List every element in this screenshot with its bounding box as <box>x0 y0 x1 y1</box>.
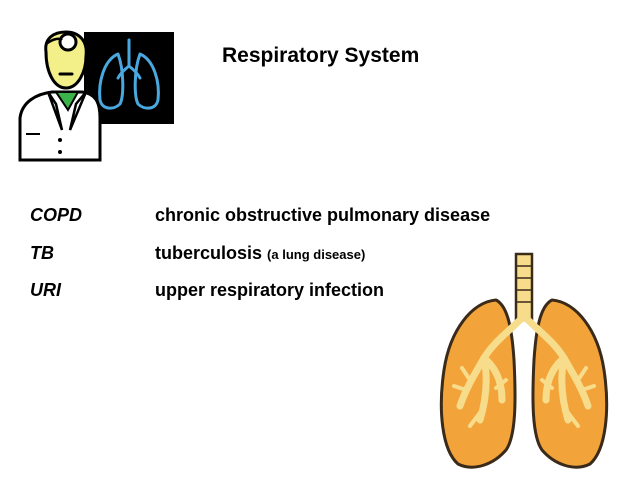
head-mirror-icon <box>58 32 78 52</box>
term-abbreviation: TB <box>30 243 54 263</box>
xray-lungs-icon <box>98 38 160 110</box>
term-definition: tuberculosis (a lung disease) <box>155 243 365 264</box>
definition-text: chronic obstructive pulmonary disease <box>155 205 491 225</box>
term-row-tb: TB tuberculosis (a lung disease) <box>0 243 638 269</box>
term-definition: upper respiratory infection <box>155 280 384 301</box>
definition-text: upper respiratory infection <box>155 280 385 300</box>
definition-text: tuberculosis <box>155 243 263 263</box>
doctor-tie <box>54 91 80 112</box>
doctor-with-xray-icon <box>18 30 174 162</box>
lungs-illustration-icon <box>439 252 609 469</box>
term-row-uri: URI upper respiratory infection <box>0 280 638 306</box>
definition-note: (a lung disease) <box>267 247 366 262</box>
trachea <box>514 252 534 322</box>
slide-title: Respiratory System <box>222 44 420 67</box>
term-row-copd: COPD chronic obstructive pulmonary disea… <box>0 205 638 231</box>
term-abbreviation: COPD <box>30 205 83 225</box>
term-abbreviation: URI <box>30 280 61 300</box>
bronchi <box>456 314 592 424</box>
term-definition: chronic obstructive pulmonary disease <box>155 205 490 226</box>
